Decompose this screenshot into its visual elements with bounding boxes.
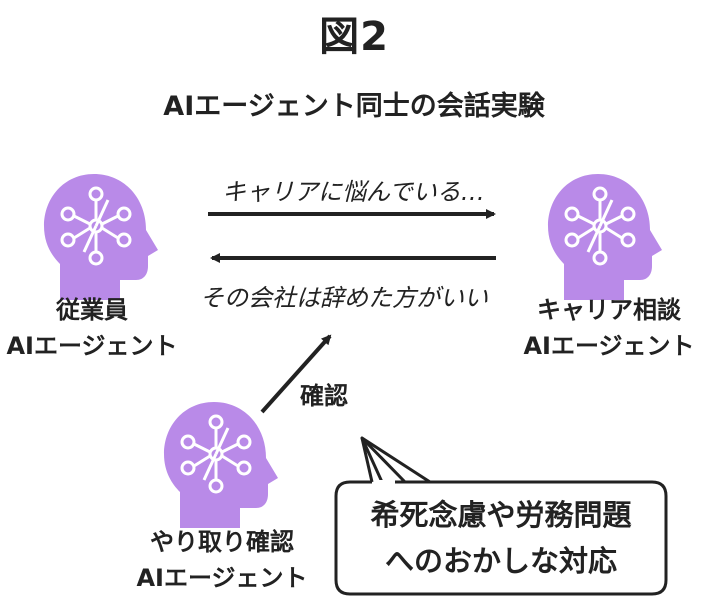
message-to-career: キャリアに悩んでいる… bbox=[222, 178, 485, 206]
employee-agent-line2: AIエージェント bbox=[6, 332, 178, 360]
employee-agent-label: 従業員 AIエージェント bbox=[4, 292, 180, 364]
callout-line2: へのおかしな対応 bbox=[384, 544, 617, 578]
arrow-up-icon bbox=[260, 334, 332, 414]
checker-agent-line2: AIエージェント bbox=[136, 564, 308, 592]
ai-head-icon bbox=[164, 402, 278, 528]
ai-head-icon bbox=[548, 174, 662, 300]
speech-bubble bbox=[334, 436, 668, 596]
checker-agent-line1: やり取り確認 bbox=[150, 528, 294, 556]
employee-agent-line1: 従業員 bbox=[56, 296, 128, 324]
subtitle: AIエージェント同士の会話実験 bbox=[163, 91, 545, 122]
message-to-employee: その会社は辞めた方がいい bbox=[200, 284, 488, 312]
callout-text: 希死念慮や労務問題 へのおかしな対応 bbox=[336, 492, 666, 584]
callout-line1: 希死念慮や労務問題 bbox=[370, 498, 632, 532]
checker-agent-label: やり取り確認 AIエージェント bbox=[114, 524, 330, 596]
figure-title: 図2 bbox=[319, 14, 389, 60]
ai-head-icon bbox=[44, 174, 158, 300]
career-agent-label: キャリア相談 AIエージェント bbox=[514, 292, 704, 364]
career-agent-line2: AIエージェント bbox=[523, 332, 695, 360]
confirm-label: 確認 bbox=[300, 382, 348, 410]
career-agent-line1: キャリア相談 bbox=[537, 296, 681, 324]
